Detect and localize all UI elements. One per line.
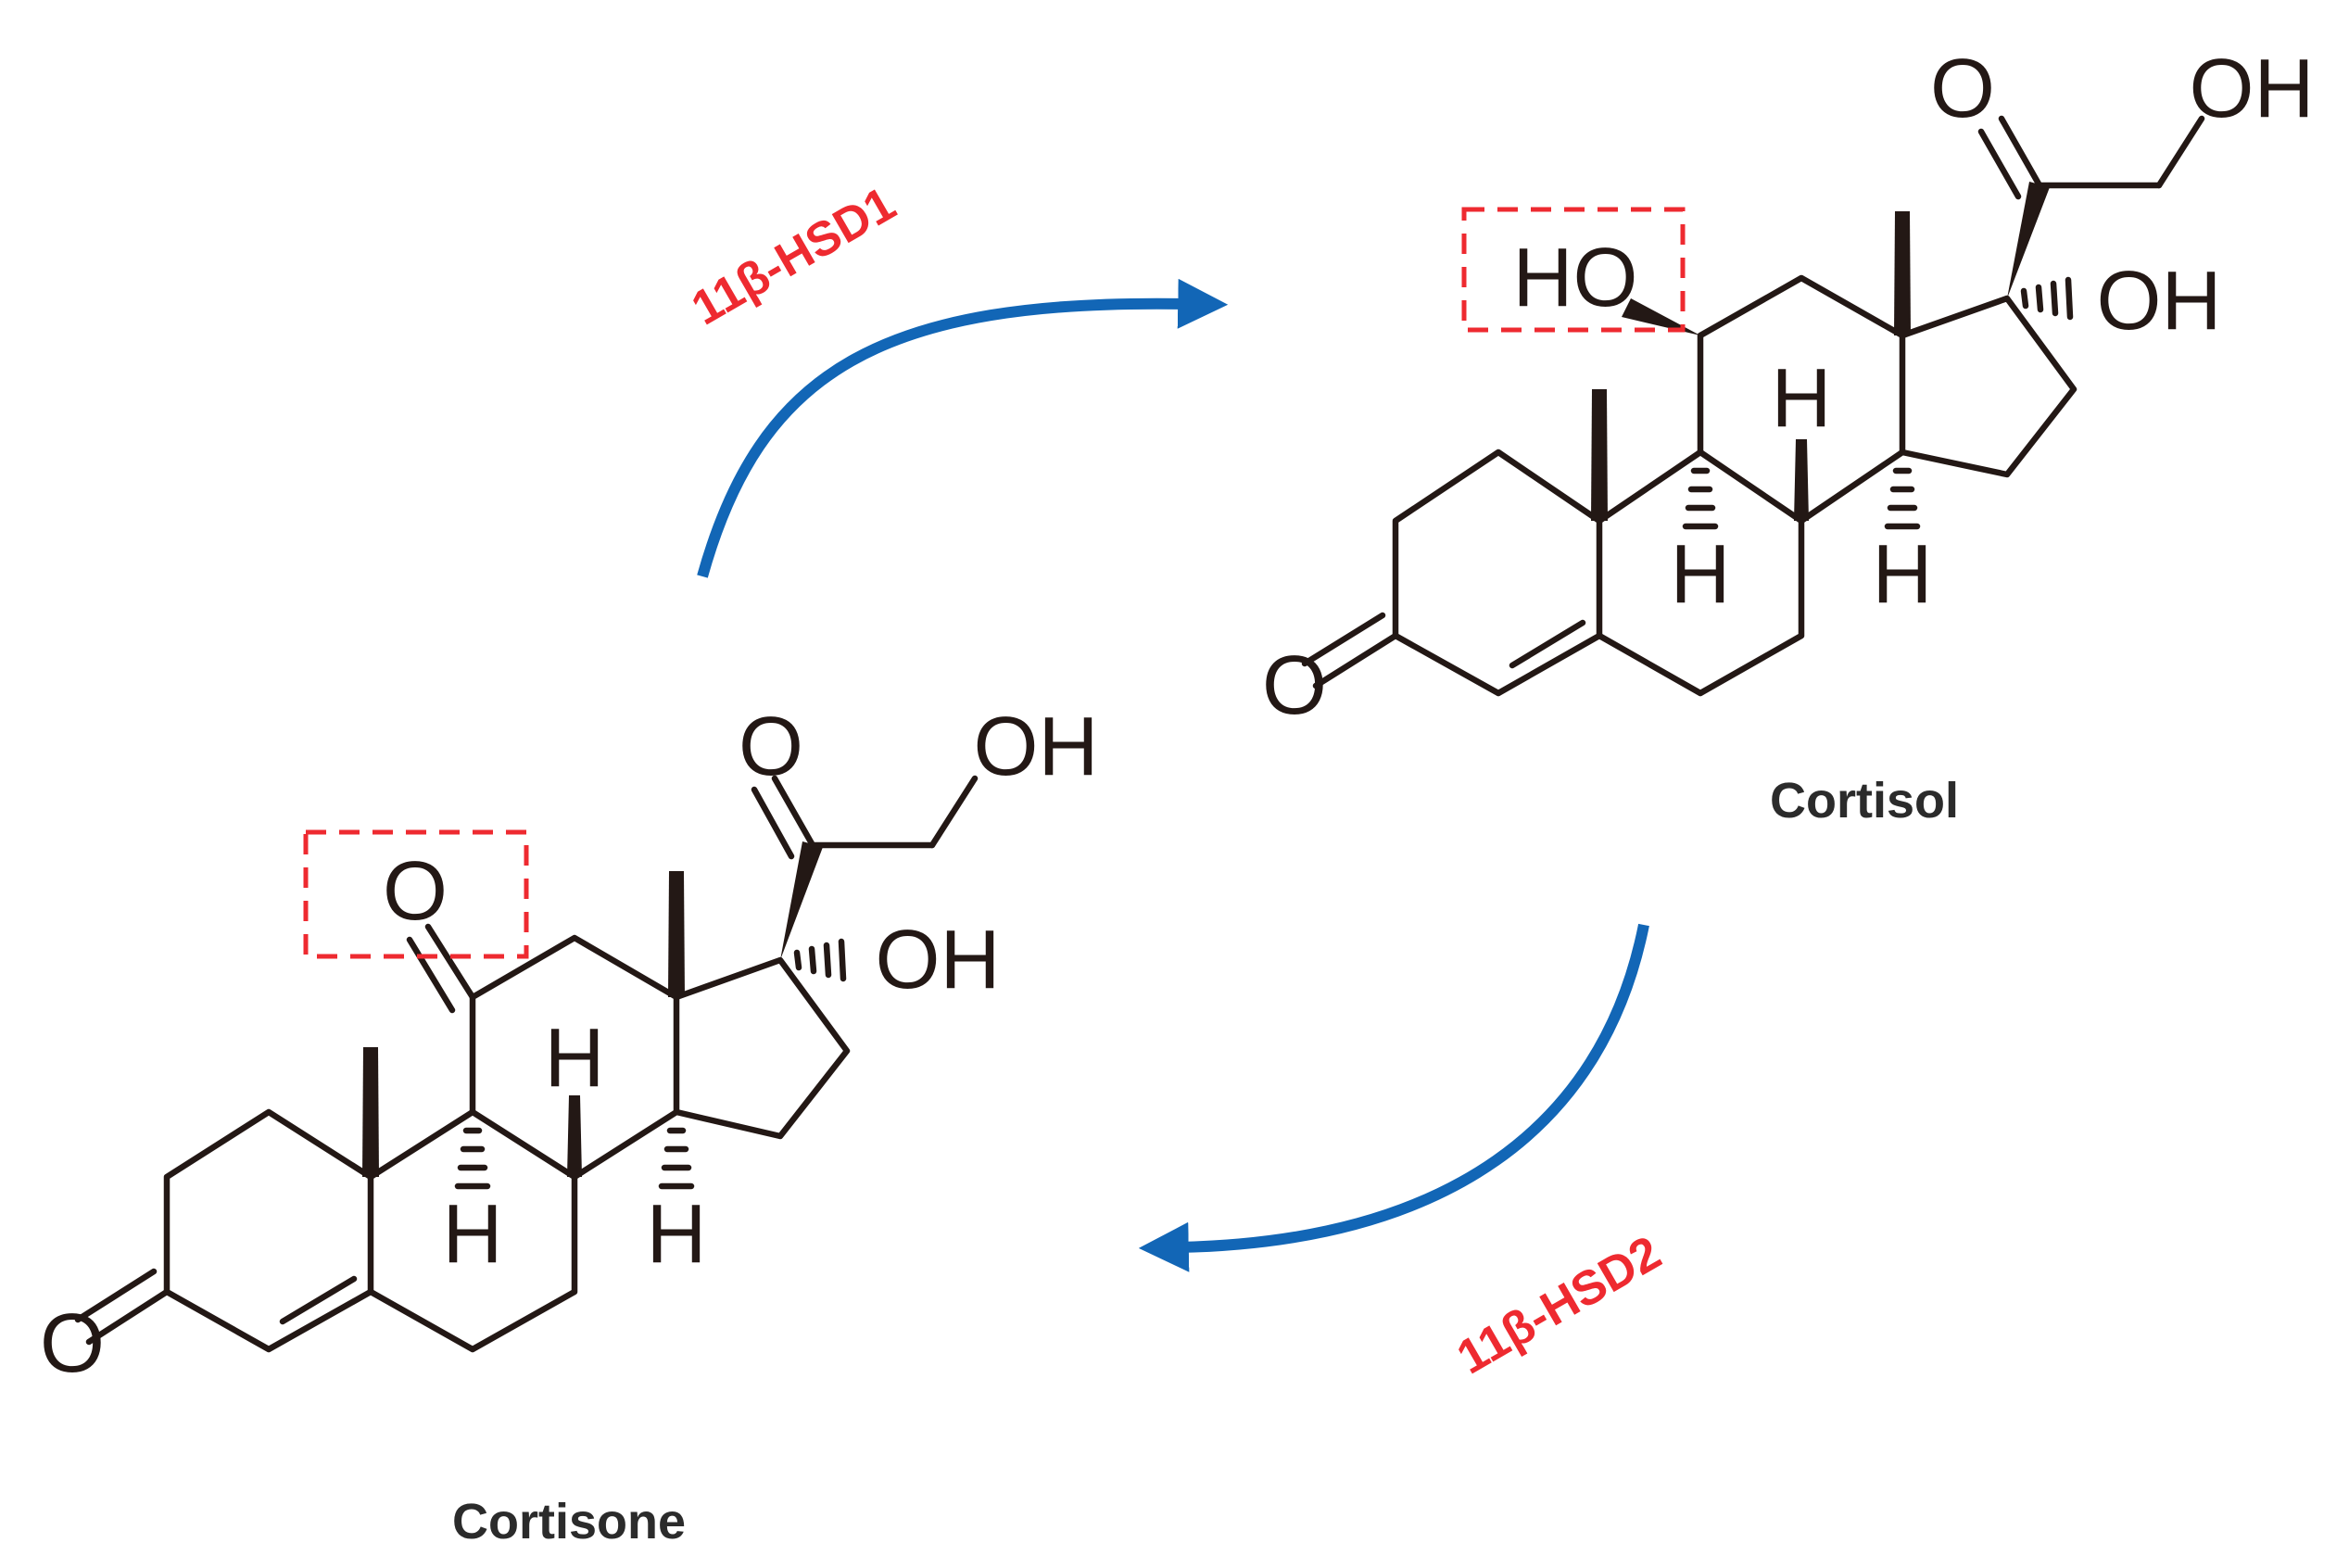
- enzyme-11b-hsd2-label: 11β-HSD2: [1448, 1226, 1670, 1385]
- cortisone-c17-oh-hash: [793, 938, 847, 982]
- cortisone-c9-h-hash: [454, 1127, 491, 1190]
- cortisol-hydroxyl-highlight-box: [1461, 207, 1686, 333]
- cortisone-c17-oh: OH: [876, 914, 1001, 1006]
- cortisol-h8: H: [1772, 352, 1832, 445]
- cortisol-c11-ho: HO: [1513, 232, 1638, 324]
- cortisone-side-chain-o: O: [739, 701, 803, 793]
- cortisone-h9: H: [443, 1188, 503, 1281]
- cortisol-atom-labels: O OH OH HO H H H O: [1262, 43, 2315, 732]
- cortisone-ring-a-o: O: [40, 1297, 105, 1390]
- cortisol-side-chain-oh: OH: [2190, 43, 2315, 135]
- cortisone-h14: H: [647, 1188, 707, 1281]
- cortisol-h9: H: [1671, 528, 1731, 621]
- cortisol-c17-oh: OH: [2097, 255, 2222, 348]
- enzyme-11b-hsd1-label: 11β-HSD1: [683, 177, 904, 336]
- cortisone-ketone-highlight-box: [303, 829, 529, 959]
- cortisone-side-chain-oh: OH: [974, 701, 1099, 793]
- cortisone-bonds: [74, 775, 979, 1353]
- cortisone-h8: H: [545, 1012, 605, 1105]
- cortisol-bonds: [1301, 115, 2205, 697]
- cortisol-structure: O OH OH HO H H H O Cortisol: [1262, 43, 2315, 828]
- cortisone-structure: O OH OH O H H H O Cortisone: [40, 701, 1099, 1549]
- cortisone-name: Cortisone: [452, 1494, 686, 1549]
- cortisone-c14-h-hash: [658, 1127, 695, 1190]
- cortisol-name: Cortisol: [1770, 773, 1959, 828]
- reverse-arrow-to-cortisone: [1138, 923, 1649, 1272]
- cortisol-c14-h-hash: [1884, 467, 1921, 530]
- cortisol-h14: H: [1873, 528, 1933, 621]
- cortisol-ring-a-o: O: [1262, 639, 1327, 732]
- cortisol-c9-h-hash: [1682, 467, 1719, 530]
- cortisone-atom-labels: O OH OH O H H H O: [40, 701, 1099, 1390]
- cortisol-c17-oh-hash: [2020, 276, 2074, 321]
- cortisol-side-chain-o: O: [1930, 43, 1995, 135]
- forward-arrow-to-cortisol: [697, 278, 1229, 578]
- forward-reaction: 11β-HSD1: [683, 177, 1229, 578]
- reverse-reaction: 11β-HSD2: [1138, 923, 1670, 1385]
- cortisone-c11-o: O: [383, 845, 448, 938]
